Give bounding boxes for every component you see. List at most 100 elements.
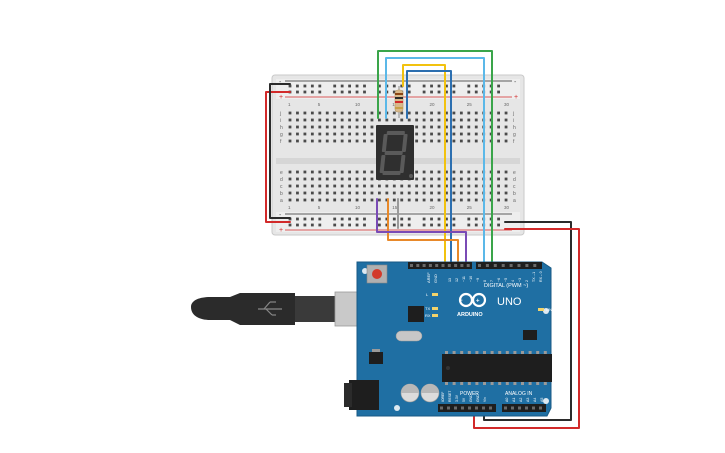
header-pin[interactable] [493,264,497,267]
rail-hole[interactable] [340,223,344,227]
breadboard-hole[interactable] [296,184,299,188]
breadboard-hole[interactable] [452,177,456,181]
breadboard-hole[interactable] [415,198,419,202]
rail-hole[interactable] [392,84,396,88]
breadboard-hole[interactable] [340,125,344,129]
rail-hole[interactable] [340,217,344,221]
breadboard-hole[interactable] [452,191,456,195]
breadboard-hole[interactable] [348,125,351,129]
rail-hole[interactable] [363,84,366,88]
breadboard-hole[interactable] [497,184,500,188]
rail-hole[interactable] [452,90,456,94]
breadboard-hole[interactable] [392,191,396,195]
breadboard-hole[interactable] [445,170,448,174]
breadboard-hole[interactable] [296,191,299,195]
breadboard-hole[interactable] [296,111,299,115]
rail-hole[interactable] [467,223,471,227]
breadboard-hole[interactable] [333,198,337,202]
breadboard-hole[interactable] [497,177,500,181]
header-pin[interactable] [422,264,426,267]
breadboard-hole[interactable] [407,118,411,122]
breadboard-hole[interactable] [385,118,389,122]
breadboard-hole[interactable] [348,132,351,136]
breadboard-hole[interactable] [504,139,508,143]
breadboard-hole[interactable] [288,139,292,143]
breadboard-hole[interactable] [288,132,292,136]
breadboard-hole[interactable] [504,177,508,181]
breadboard-hole[interactable] [437,132,441,136]
breadboard-hole[interactable] [310,170,314,174]
breadboard-hole[interactable] [437,191,441,195]
breadboard-hole[interactable] [355,139,359,143]
breadboard-hole[interactable] [363,139,366,143]
rail-hole[interactable] [430,84,433,88]
rail-hole[interactable] [363,90,366,94]
breadboard-hole[interactable] [474,118,478,122]
breadboard-hole[interactable] [430,139,433,143]
breadboard-hole[interactable] [370,191,374,195]
breadboard-hole[interactable] [422,184,426,188]
header-pin[interactable] [509,264,513,267]
breadboard-hole[interactable] [385,198,389,202]
breadboard-hole[interactable] [400,118,404,122]
breadboard-hole[interactable] [459,184,463,188]
breadboard-hole[interactable] [467,111,471,115]
breadboard-hole[interactable] [474,111,478,115]
breadboard-hole[interactable] [303,111,307,115]
breadboard-hole[interactable] [355,118,359,122]
breadboard-hole[interactable] [310,111,314,115]
breadboard-hole[interactable] [325,139,329,143]
breadboard-hole[interactable] [370,111,374,115]
breadboard-hole[interactable] [325,177,329,181]
header-pin[interactable] [525,406,528,410]
breadboard-hole[interactable] [422,198,426,202]
breadboard-hole[interactable] [296,132,299,136]
rail-hole[interactable] [392,90,396,94]
breadboard-hole[interactable] [355,198,359,202]
rail-hole[interactable] [422,217,426,221]
breadboard-hole[interactable] [303,191,307,195]
breadboard-hole[interactable] [355,184,359,188]
rail-hole[interactable] [400,217,404,221]
breadboard-hole[interactable] [474,139,478,143]
breadboard-hole[interactable] [459,198,463,202]
wire-orange[interactable] [387,198,459,263]
breadboard-hole[interactable] [288,111,292,115]
breadboard-hole[interactable] [415,111,419,115]
breadboard-hole[interactable] [378,191,381,195]
header-pin[interactable] [511,406,514,410]
breadboard-hole[interactable] [370,139,374,143]
rail-hole[interactable] [430,90,433,94]
breadboard-hole[interactable] [378,118,381,122]
rail-hole[interactable] [363,223,366,227]
breadboard-hole[interactable] [497,132,500,136]
breadboard-hole[interactable] [437,198,441,202]
breadboard-hole[interactable] [467,139,471,143]
breadboard-hole[interactable] [452,139,456,143]
breadboard-hole[interactable] [288,191,292,195]
breadboard-hole[interactable] [363,118,366,122]
breadboard-hole[interactable] [385,191,389,195]
header-pin[interactable] [517,264,521,267]
rail-hole[interactable] [437,90,441,94]
breadboard-hole[interactable] [430,191,433,195]
header-pin[interactable] [532,406,535,410]
breadboard-hole[interactable] [497,118,500,122]
breadboard-hole[interactable] [340,177,344,181]
rail-hole[interactable] [355,217,359,221]
breadboard-hole[interactable] [303,184,307,188]
breadboard-hole[interactable] [415,191,419,195]
rail-hole[interactable] [296,84,299,88]
breadboard-hole[interactable] [422,191,426,195]
rail-hole[interactable] [355,84,359,88]
rail-hole[interactable] [355,223,359,227]
breadboard-hole[interactable] [407,191,411,195]
breadboard-hole[interactable] [459,132,463,136]
breadboard-hole[interactable] [325,125,329,129]
rail-hole[interactable] [288,223,292,227]
breadboard-hole[interactable] [415,139,419,143]
rail-hole[interactable] [333,90,337,94]
breadboard-hole[interactable] [430,118,433,122]
rail-hole[interactable] [445,217,448,221]
breadboard-hole[interactable] [378,184,381,188]
